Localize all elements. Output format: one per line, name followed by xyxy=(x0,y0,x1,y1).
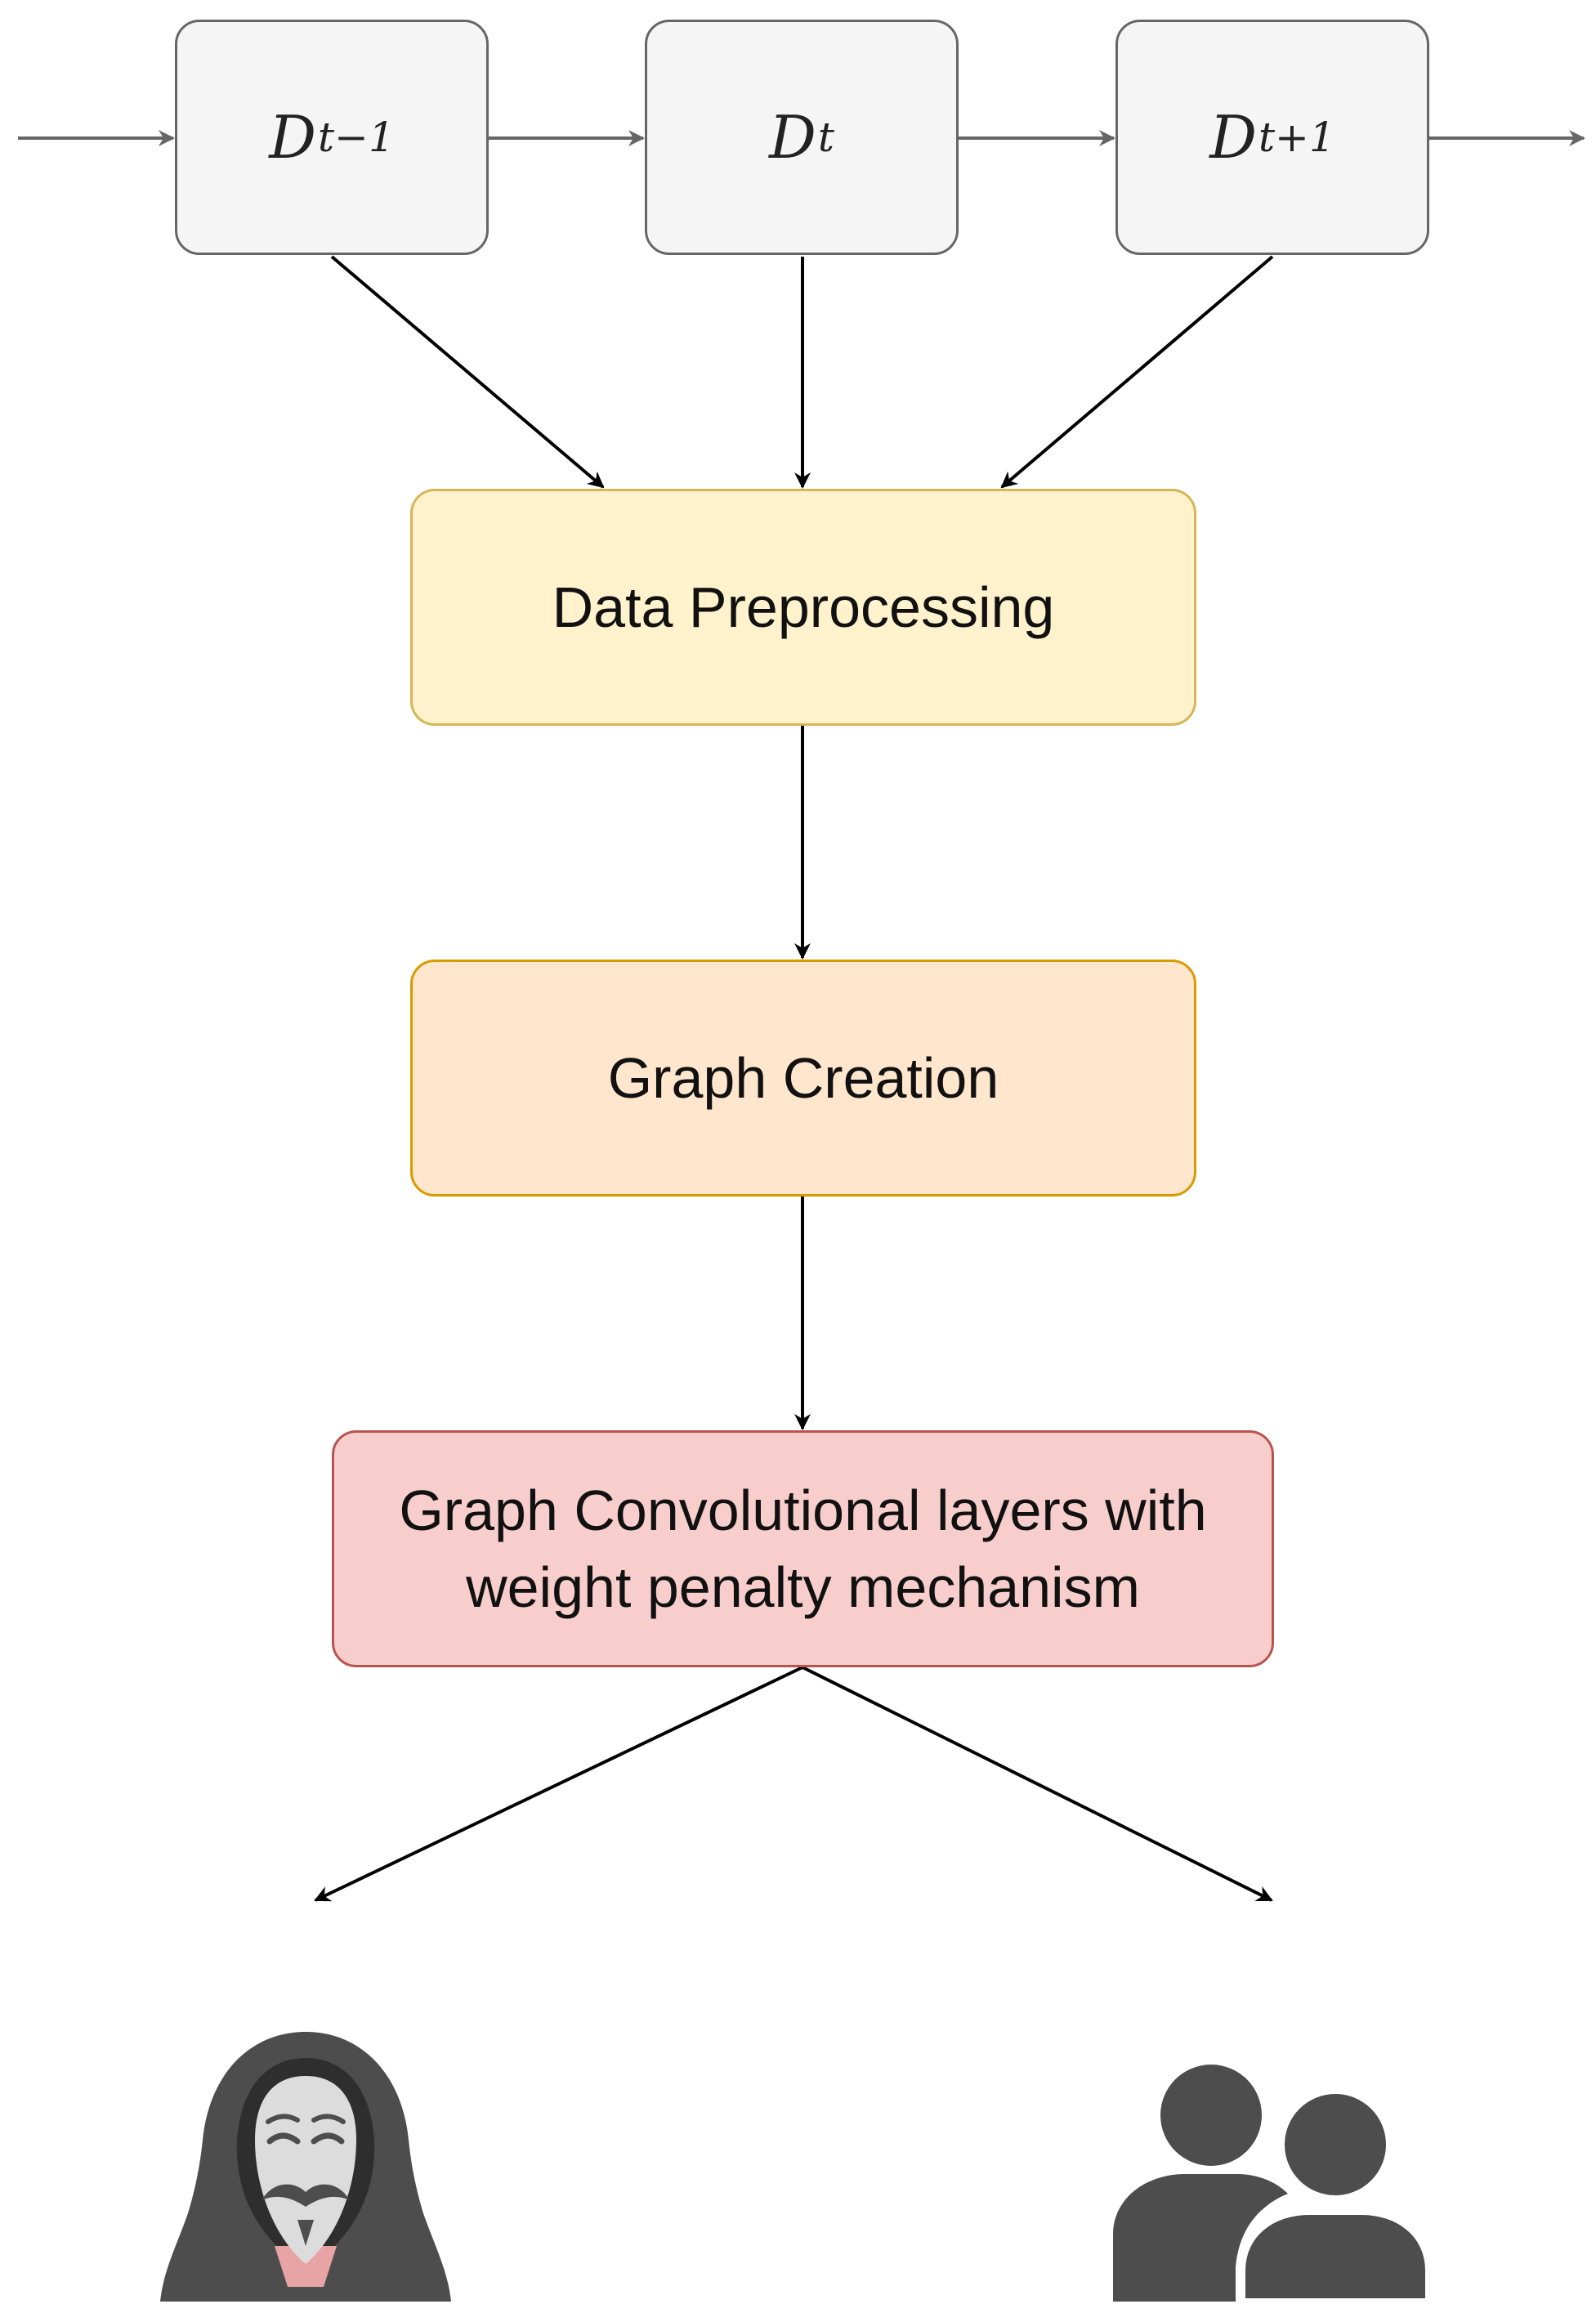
data-box-t-sub: t xyxy=(817,114,834,161)
users-group-icon xyxy=(1113,2065,1433,2305)
data-box-t-plus-1-base: D xyxy=(1209,103,1257,172)
arrow-gcn-to-hacker xyxy=(314,1666,803,1902)
gcn-layers-label-line-1: Graph Convolutional layers with xyxy=(399,1478,1207,1542)
data-preprocessing-label: Data Preprocessing xyxy=(552,575,1055,639)
graph-creation-label: Graph Creation xyxy=(607,1045,999,1110)
arrow-d-next-to-preprocessing xyxy=(1000,255,1274,489)
gcn-layers-label: Graph Convolutional layers with weight p… xyxy=(399,1472,1206,1626)
anonymous-hacker-icon xyxy=(160,2032,451,2302)
arrow-d-prev-to-preprocessing xyxy=(330,255,605,489)
gcn-layers-box: Graph Convolutional layers with weight p… xyxy=(332,1430,1274,1667)
gcn-layers-label-line-2: weight penalty mechanism xyxy=(466,1555,1140,1619)
data-box-t-minus-1-base: D xyxy=(269,103,316,172)
data-box-t-minus-1-sub: t−1 xyxy=(317,114,395,161)
arrow-gcn-to-users xyxy=(802,1666,1273,1902)
graph-creation-box: Graph Creation xyxy=(410,960,1196,1197)
data-box-t-plus-1-sub: t+1 xyxy=(1258,114,1335,161)
data-box-t-base: D xyxy=(769,103,816,172)
data-preprocessing-box: Data Preprocessing xyxy=(410,489,1196,726)
